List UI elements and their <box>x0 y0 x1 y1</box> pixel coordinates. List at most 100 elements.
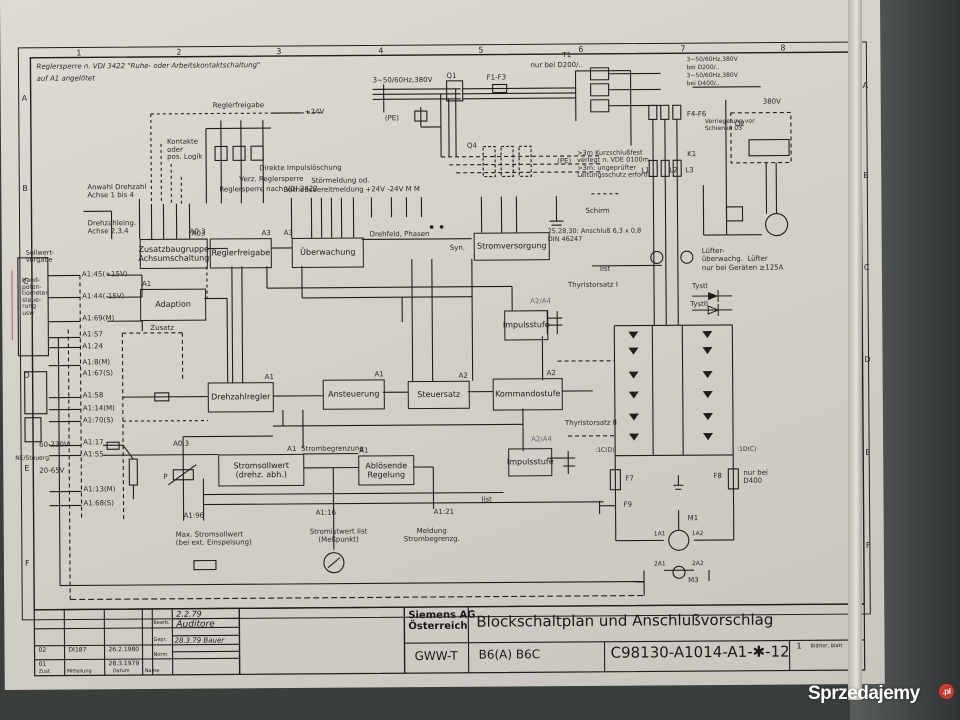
grid-row-b-right: B <box>863 170 869 180</box>
label-supply-right-1: 3~50/60Hz,380V <box>686 55 738 64</box>
label-thyristor2: Thyristorsatz II <box>564 418 617 428</box>
terminal-a1-70: A1:70(S) <box>82 416 114 425</box>
title-block-frame <box>33 603 866 677</box>
block-stromsollwert: Stromsollwert (drehz. abh.) <box>218 453 305 487</box>
grid-col-7: 7 <box>680 44 686 54</box>
block-tag-steuersatz: A2 <box>458 371 468 380</box>
terminal-p: P <box>163 472 168 481</box>
label-1a2: 1A2 <box>691 530 704 538</box>
label-stoermeldung: Störmeldung od. <box>311 176 370 185</box>
label-pe1: (PE) <box>384 114 399 123</box>
block-adaption: Adaption <box>140 288 207 322</box>
block-zusatzbaugruppe: Zusatzbaugruppe Achsumschaltung <box>138 238 209 270</box>
label-k1: K1 <box>687 150 697 159</box>
page-fold <box>848 0 862 700</box>
label-q1: Q1 <box>446 71 457 80</box>
label-drehfeld: Drehfeld, Phasen <box>369 230 430 239</box>
label-2a2: 2A2 <box>691 560 704 568</box>
block-impulsstufe-1: Impulsstufe <box>503 310 550 341</box>
terminal-a1-14: A1:14(M) <box>82 404 115 413</box>
label-anschluss: 25,28,30: Anschluß 6,3 x 0,8 DIN 46247 <box>547 226 642 243</box>
terminal-a1-55: A1:55 <box>83 450 104 459</box>
label-20-65v: 20-65V <box>39 466 65 475</box>
grid-col-4: 4 <box>378 46 384 56</box>
grid-row-d-right: D <box>864 354 871 364</box>
label-pe2: (PE) <box>557 157 572 166</box>
label-380v: 380V <box>762 97 781 106</box>
label-1dc: :1D(C) <box>737 445 757 453</box>
label-thyristor1: Thyristorsatz I <box>567 280 618 290</box>
label-syn: Syn. <box>449 243 466 252</box>
label-2a1: 2A1 <box>653 560 666 568</box>
block-stromversorgung: Stromversorgung <box>473 232 550 261</box>
label-zusatz: Zusatz <box>150 323 174 332</box>
label-f1f3: F1-F3 <box>486 73 507 82</box>
grid-row-e-right: E <box>865 447 871 457</box>
label-anwahl: Anwahl Drehzahl Achse 1 bis 4 <box>87 182 147 200</box>
tb-variant: B6(A) B6C <box>478 647 541 662</box>
block-kommandostufe: Kommandostufe <box>492 378 563 411</box>
terminal-a1-45: A1:45(+15V) <box>81 270 128 279</box>
block-tag-zusatz: A03 <box>191 229 206 238</box>
block-reglerfreigabe: Reglerfreigabe <box>209 238 272 269</box>
label-drehzahleing: Drehzahleing. Achse 2,3,4 <box>87 219 137 236</box>
grid-col-3: 3 <box>276 47 282 57</box>
label-m3: M3 <box>688 576 699 585</box>
label-stromistwert: Stromistwert Iist (Meßpunkt) <box>309 527 368 544</box>
grid-col-1: 1 <box>76 48 82 58</box>
label-60-230v: 60-230V <box>39 440 69 449</box>
outer-frame <box>17 41 871 621</box>
label-supply-right-4: bei D400/.. <box>686 79 720 88</box>
tb-field-mitteilung: Mitteilung <box>66 668 92 675</box>
label-iist-right: Iist <box>599 264 611 273</box>
label-24v-pm: +24V -24V M M <box>365 185 420 194</box>
watermark-badge: .pl <box>939 684 954 699</box>
tb-checked-by: 28.3.79 Bauer <box>174 636 225 645</box>
label-supply-right-2: bei D200/.. <box>686 63 720 72</box>
grid-row-d: D <box>23 370 30 380</box>
tb-rev-a: 02 <box>38 646 47 654</box>
grid-row-f-right: F <box>865 540 871 550</box>
grid-col-5: 5 <box>478 45 484 55</box>
label-kurzschluss: >3m Kurzschlußfest verlegt n. VDE 0100m … <box>577 148 650 180</box>
label-verz-reglersperre: Verz. Reglersperre <box>239 174 304 184</box>
block-tag-ansteuer: A1 <box>374 370 384 379</box>
grid-col-2: 2 <box>176 47 182 57</box>
grid-row-e: E <box>24 463 30 473</box>
terminal-a1-58: A1:58 <box>82 391 104 400</box>
tb-rev-b: 01 <box>38 660 47 668</box>
terminal-a03-mid: A0.3 <box>173 439 190 448</box>
block-impulsstufe-2: Impulsstufe <box>507 448 554 477</box>
grid-col-6: 6 <box>578 44 584 54</box>
label-1cd: :1C(D) <box>595 446 615 454</box>
tb-date-rev2: 28.3.1979 <box>108 660 140 668</box>
tb-rev-code: DI187 <box>68 646 87 654</box>
grid-row-b: B <box>22 183 28 193</box>
label-f4f6: F4-F6 <box>686 110 707 119</box>
block-tag-stromsoll: A1 <box>287 444 297 454</box>
tb-series: GWW-T <box>414 648 458 664</box>
label-schirm: Schirm <box>585 206 610 215</box>
label-iist-bottom: Iist <box>481 495 492 504</box>
label-max-stromsollwert: Max. Stromsollwert (bei ext. Einspeisung… <box>175 530 252 547</box>
label-l2: L2 <box>669 166 678 175</box>
terminal-a1-21: A1:21 <box>433 507 455 516</box>
label-strombegrenzung: Strombegrenzung <box>301 444 364 453</box>
terminal-a1-24: A1:24 <box>82 342 103 351</box>
label-tyst1: TystI <box>691 282 708 291</box>
grid-row-c-right: C <box>863 262 870 272</box>
label-q4: Q4 <box>467 141 478 150</box>
grid-row-a-right: A <box>862 80 869 90</box>
tb-drawing-no: C98130-A1014-A1-✱-12 <box>610 642 790 662</box>
schematic-sheet: 1 2 3 4 5 6 7 8 A B C D E F A B C D E F … <box>0 0 885 690</box>
tb-field-bearb: Bearb. <box>153 619 170 626</box>
terminal-a1-57: A1:57 <box>82 330 103 339</box>
terminal-a1-16: A1:16 <box>315 508 337 517</box>
block-drehzahlregler: Drehzahlregler <box>207 382 274 413</box>
label-t1: T1 <box>562 51 572 60</box>
label-f7: F7 <box>625 474 634 483</box>
block-abloesende: Ablösende Regelung <box>358 455 415 486</box>
label-24v: +24V <box>304 107 325 116</box>
block-tag-abloesend: A1 <box>359 446 369 455</box>
